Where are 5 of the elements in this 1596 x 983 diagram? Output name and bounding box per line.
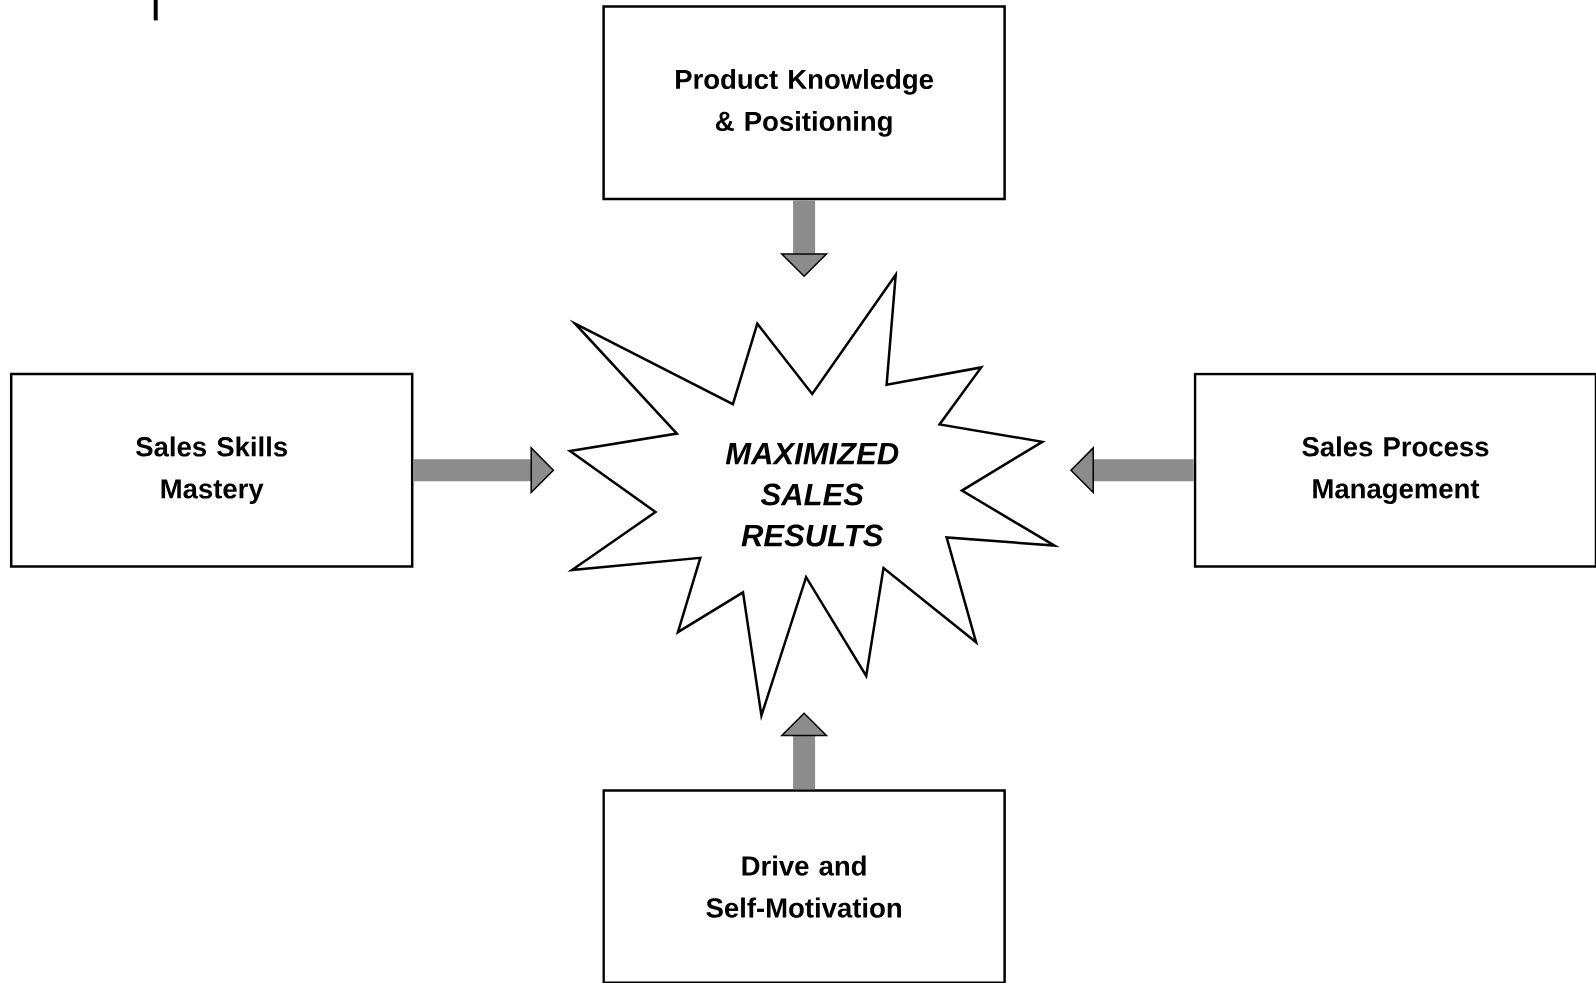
text-box: Sales Process Management <box>1193 372 1596 568</box>
starburst: MAXIMIZED SALES RESULTS <box>566 270 1060 722</box>
text-box: Sales Skills Mastery <box>9 372 414 568</box>
text-box: Product Knowledge & Positioning <box>602 5 1006 201</box>
text-box: Drive and Self-Motivation <box>602 789 1006 983</box>
